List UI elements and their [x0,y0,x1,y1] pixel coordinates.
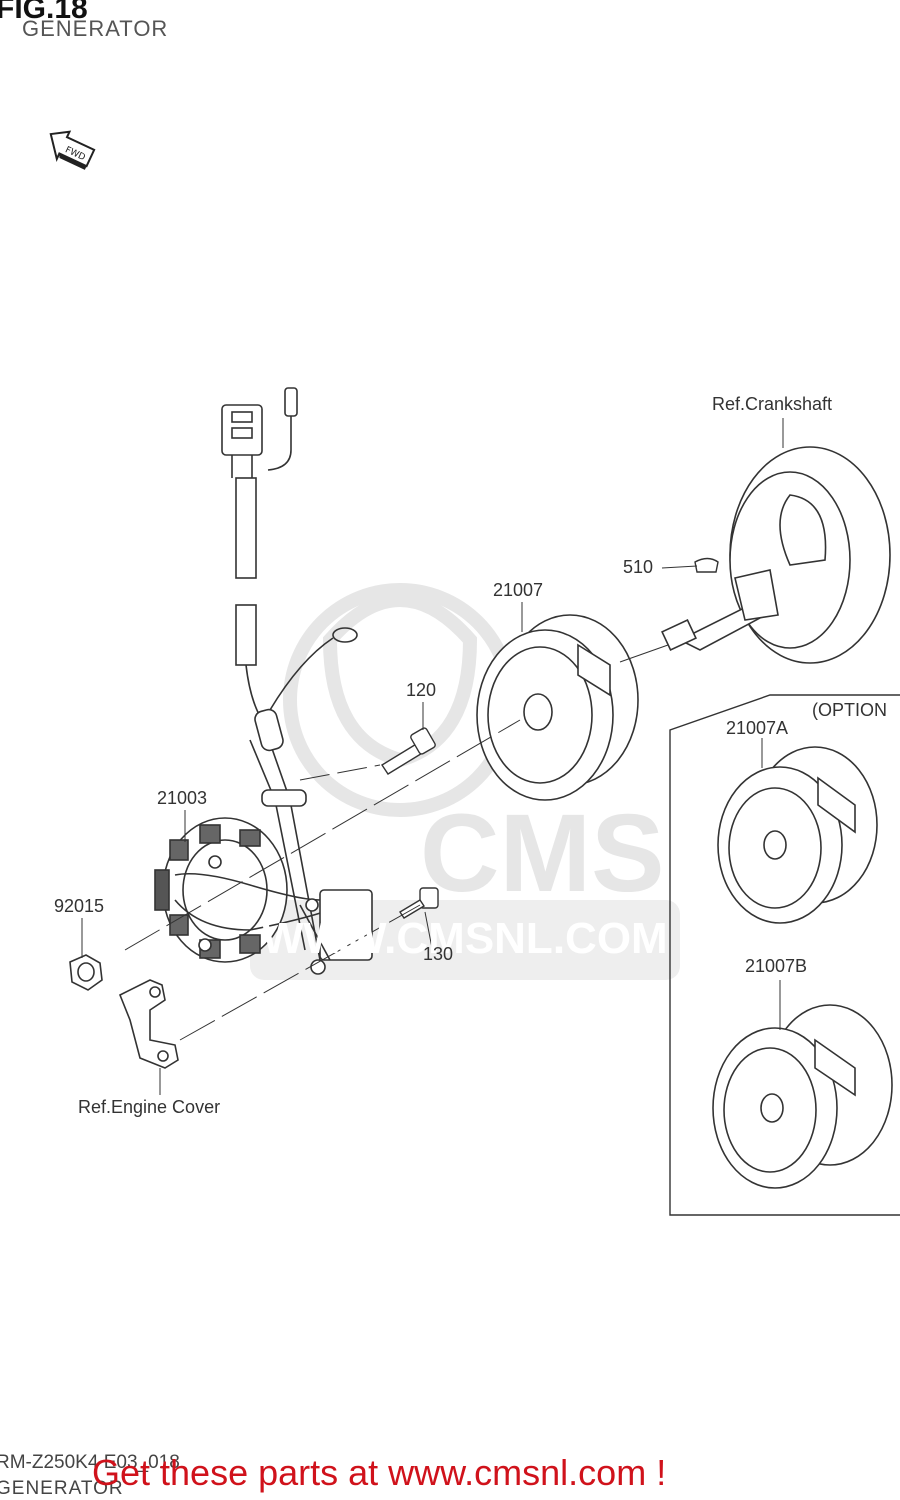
label-part-510[interactable]: 510 [623,557,654,577]
label-part-130[interactable]: 130 [423,944,454,964]
rotor-21007 [476,614,639,801]
label-ref-crankshaft[interactable]: Ref.Crankshaft [712,394,833,414]
label-part-92015[interactable]: 92015 [54,896,105,916]
option-frame [669,694,900,1216]
diagram-name: GENERATOR [0,1478,124,1499]
stator-21003 [154,817,373,975]
nut-92015 [69,954,103,991]
crankshaft-ref [661,446,891,664]
label-part-21007a[interactable]: 21007A [726,718,789,738]
figure-title: FIG.18 [0,0,88,25]
plate-engine-cover [118,979,179,1069]
rotor-21007a [717,746,878,924]
forward-arrow-icon: FWD [49,130,96,170]
label-option: (OPTION [812,700,887,720]
watermark-brand: CMS [420,792,665,915]
label-part-21003[interactable]: 21003 [157,788,208,808]
promo-link[interactable]: Get these parts at www.cmsnl.com ! [92,1452,667,1493]
label-part-21007b[interactable]: 21007B [745,956,808,976]
label-part-21007[interactable]: 21007 [493,580,544,600]
diagram-code: RM-Z250K4 E03_018 [0,1452,180,1473]
watermark-logo [283,583,517,817]
leader-lines [81,418,784,1095]
key-510 [694,557,719,573]
watermark-url: WWW.CMSNL.COM [262,914,668,963]
bolt-120 [381,727,436,775]
wiring-harness [221,387,358,961]
figure-subtitle: GENERATOR [22,16,169,41]
rotor-21007b [712,1004,893,1189]
label-part-120[interactable]: 120 [406,680,437,700]
label-ref-engine-cover[interactable]: Ref.Engine Cover [78,1097,221,1117]
